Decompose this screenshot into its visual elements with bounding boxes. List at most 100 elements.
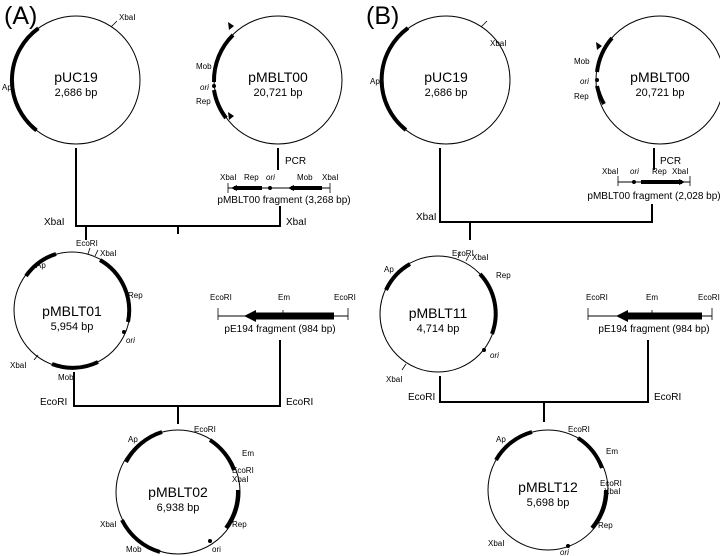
- plasmid-name: pMBLT02: [148, 484, 208, 500]
- pe194-fragment-b: EcoRI Em EcoRI pE194 fragment (984 bp): [586, 293, 720, 335]
- pmblt00-plasmid-b: Mob ori Rep pMBLT00 20,721 bp: [574, 15, 720, 145]
- fragment-caption: pMBLT00 fragment (3,268 bp): [217, 195, 350, 206]
- plasmid-size: 4,714 bp: [417, 323, 460, 335]
- rep-gene-arc: [98, 258, 132, 323]
- ori-label: ori: [200, 83, 209, 92]
- em-label: Em: [278, 293, 290, 302]
- plasmid-size: 20,721 bp: [636, 87, 685, 99]
- xbai-label: XbaI: [119, 13, 135, 22]
- ori-label: ori: [580, 77, 589, 86]
- fragment-caption: pE194 fragment (984 bp): [598, 324, 709, 335]
- xbai-label: XbaI: [386, 375, 402, 384]
- xbai-label: XbaI: [220, 173, 236, 182]
- ecori-site-left: EcoRI: [408, 392, 435, 403]
- em-label: Em: [646, 293, 658, 302]
- ap-gene-arc: [494, 430, 533, 462]
- plasmid-name: pUC19: [424, 69, 468, 85]
- pe194-fragment-a: EcoRI Em EcoRI pE194 fragment (984 bp): [210, 293, 356, 335]
- ap-gene-arc: [379, 26, 410, 132]
- ecori-label: EcoRI: [76, 239, 98, 248]
- plasmid-size: 5,954 bp: [51, 321, 94, 333]
- pmblt00-plasmid-a: Mob ori Rep pMBLT00 20,721 bp: [196, 15, 343, 145]
- plasmid-size: 20,721 bp: [254, 87, 303, 99]
- mob-gene-arc: [51, 360, 99, 370]
- xbai-site-right: XbaI: [286, 217, 307, 228]
- rep-label: Rep: [574, 92, 589, 101]
- em-gene-arc: [208, 438, 236, 471]
- rep-label: Rep: [128, 291, 143, 300]
- ori-label: ori: [266, 173, 275, 182]
- rep-gene-arc: [590, 489, 608, 530]
- ap-label: Ap: [384, 265, 394, 274]
- ecori-label: EcoRI: [194, 425, 216, 434]
- ecori-label: EcoRI: [568, 425, 590, 434]
- plasmid-name: pMBLT00: [630, 69, 690, 85]
- ecori-site-right: EcoRI: [654, 392, 681, 403]
- ecori-label: EcoRI: [210, 293, 232, 302]
- mob-label: Mob: [58, 373, 74, 382]
- plasmid-name: pMBLT11: [409, 305, 468, 321]
- ecori-label: EcoRI: [586, 293, 608, 302]
- pmblt02-plasmid-a: Ap EcoRI Em EcoRI XbaI Rep ori Mob XbaI …: [100, 425, 254, 555]
- xbai-site-left: XbaI: [44, 217, 65, 228]
- xbai-label: XbaI: [100, 249, 116, 258]
- mob-label: Mob: [196, 62, 212, 71]
- plasmid-size: 6,938 bp: [157, 502, 200, 514]
- rep-gene-arc: [595, 85, 606, 105]
- mob-gene-arc: [595, 36, 614, 73]
- pcr-label: PCR: [285, 156, 306, 167]
- rep-label: Rep: [496, 271, 511, 280]
- em-gene-arc: [576, 436, 604, 469]
- pmblt11-plasmid-b: Ap EcoRI XbaI Rep ori XbaI pMBLT11 4,714…: [379, 249, 511, 384]
- xbai-label: XbaI: [232, 475, 248, 484]
- xbai-label: XbaI: [100, 520, 116, 529]
- rep-label: Rep: [244, 173, 259, 182]
- plasmid-name: pMBLT12: [518, 479, 578, 495]
- ecori-label: EcoRI: [334, 293, 356, 302]
- xbai-label: XbaI: [490, 39, 506, 48]
- plasmid-name: pMBLT00: [248, 69, 308, 85]
- pcr-label: PCR: [660, 156, 681, 167]
- ecori-label: EcoRI: [232, 466, 254, 475]
- xbai-label: XbaI: [488, 539, 504, 548]
- rep-gene-arc: [212, 89, 228, 120]
- plasmid-size: 2,686 bp: [55, 87, 98, 99]
- ori-label: ori: [630, 167, 639, 176]
- ap-gene-arc: [9, 26, 40, 132]
- ap-gene-arc: [124, 430, 163, 463]
- rep-gene-arc: [478, 272, 498, 335]
- plasmid-name: pUC19: [54, 69, 98, 85]
- em-label: Em: [242, 449, 254, 458]
- ecori-label: EcoRI: [698, 293, 720, 302]
- ap-label: Ap: [370, 77, 380, 86]
- xbai-label: XbaI: [672, 167, 688, 176]
- plasmid-size: 5,698 bp: [527, 497, 570, 509]
- panel-b-label: (B): [366, 2, 399, 30]
- xbai-site-left: XbaI: [416, 212, 437, 223]
- mob-gene-arc: [120, 519, 161, 554]
- ecori-label: EcoRI: [600, 479, 622, 488]
- puc19-plasmid-a: XbaI Ap pUC19 2,686 bp: [2, 13, 141, 145]
- xbai-label: XbaI: [10, 361, 26, 370]
- ap-label: Ap: [496, 435, 506, 444]
- pmblt12-plasmid-b: Ap EcoRI Em EcoRI XbaI Rep ori XbaI pMBL…: [487, 425, 622, 556]
- rep-label: Rep: [652, 167, 667, 176]
- pmblt01-plasmid-a: Ap EcoRI XbaI Rep ori Mob XbaI pMBLT01 5…: [10, 239, 143, 382]
- rep-label: Rep: [232, 520, 247, 529]
- ecori-site-right: EcoRI: [286, 397, 313, 408]
- ori-label: ori: [126, 336, 135, 345]
- ori-label: ori: [490, 351, 499, 360]
- ori-label: ori: [560, 548, 569, 556]
- em-label: Em: [606, 447, 618, 456]
- pmblt00-fragment-b: XbaI ori Rep XbaI pMBLT00 fragment (2,02…: [587, 167, 720, 202]
- ap-label: Ap: [2, 83, 12, 92]
- xbai-label: XbaI: [472, 253, 488, 262]
- ecori-site-left: EcoRI: [40, 397, 67, 408]
- mob-gene-arc: [211, 33, 235, 83]
- mob-label: Mob: [574, 57, 590, 66]
- panel-a: (A) XbaI Ap pUC19 2,686 bp Mob ori Rep p…: [2, 2, 356, 555]
- mob-label: Mob: [126, 545, 142, 554]
- xbai-label: XbaI: [604, 487, 620, 496]
- rep-gene-arc: [224, 489, 241, 530]
